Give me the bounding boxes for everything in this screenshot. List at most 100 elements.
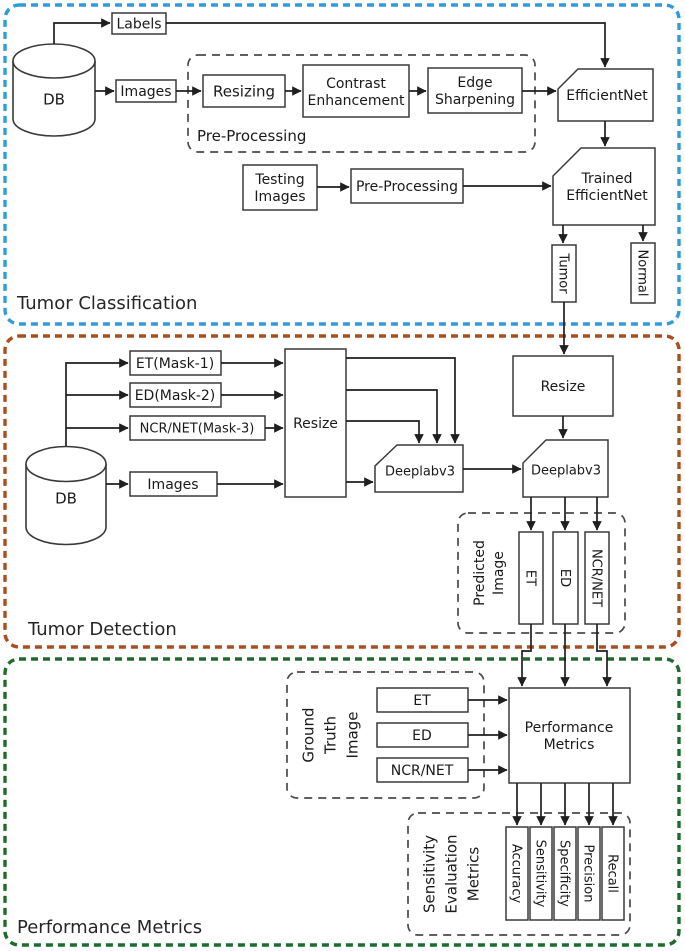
resizing-text: Resizing [213, 82, 275, 100]
node-deeplabv3-1: Deeplabv3 [374, 444, 464, 493]
node-resizing: Resizing [202, 74, 286, 108]
predicted-label-line2: Image [491, 551, 507, 595]
tumor-text: Tumor [555, 252, 570, 294]
metric-precision-box [577, 826, 601, 921]
db-label: DB [43, 90, 65, 108]
group-pre-processing: Pre-Processing Resizing Contrast Enhance… [187, 54, 536, 153]
resize-main-text: Resize [293, 416, 338, 432]
node-normal: Normal [630, 242, 656, 304]
node-trained-efficientnet: Trained EfficientNet [552, 147, 656, 226]
ground-truth-label-line2: Truth [321, 716, 339, 755]
connectors-classification [53, 18, 648, 244]
metric-sensitivity-text: Sensitivity [532, 840, 547, 908]
trained-line2: EfficientNet [566, 188, 648, 204]
resizing-box [202, 74, 286, 108]
connectors-performance [468, 695, 618, 826]
gt-et-text: ET [413, 693, 431, 709]
metric-recall-text: Recall [604, 854, 619, 893]
labels-text: Labels [116, 16, 161, 32]
mask1-text: ET(Mask-1) [136, 356, 214, 372]
gt-ed-text: ED [412, 728, 432, 744]
deeplab1-shape [374, 444, 464, 493]
performance-metrics-box [508, 687, 631, 784]
arrow [346, 389, 442, 444]
deeplab1-text: Deeplabv3 [385, 465, 455, 480]
node-predicted-ed: ED [552, 531, 579, 625]
db-cylinder-detection: DB [25, 445, 107, 546]
ground-truth-label-line3: Image [343, 712, 361, 759]
node-metric-precision: Precision [577, 826, 601, 921]
resize-main-box [284, 348, 347, 498]
metric-sensitivity-box [529, 826, 553, 921]
pre-processing-group-label: Pre-Processing [197, 127, 306, 145]
arrow [53, 18, 111, 44]
db-cylinder-top [12, 43, 96, 79]
node-contrast-enhancement: Contrast Enhancement [302, 64, 410, 118]
metric-accuracy-box [505, 826, 529, 921]
predicted-ed-text: ED [557, 569, 572, 587]
node-ncrnet-mask3: NCR/NET(Mask-3) [129, 415, 266, 441]
connectors-detection [65, 357, 602, 531]
node-testing-images: Testing Images [242, 164, 318, 211]
sensitivity-label-line1: Sensitivity [420, 835, 438, 913]
section-title-classification: Tumor Classification [16, 293, 197, 314]
performance-metrics-line1: Performance [525, 720, 614, 736]
images-box [129, 471, 218, 497]
group-predicted-image: Predicted Image ET ED NCR/NET [457, 512, 626, 634]
node-predicted-ncrnet: NCR/NET [584, 531, 610, 625]
node-pre-processing-test: Pre-Processing [350, 168, 464, 204]
contrast-line2: Enhancement [308, 93, 405, 109]
predicted-ncr-box [584, 531, 610, 625]
mask2-text: ED(Mask-2) [135, 388, 216, 404]
arrow-pred-et-to-pm [517, 624, 532, 687]
node-labels: Labels [111, 12, 167, 35]
arrow [346, 357, 460, 444]
db-cylinder-top [25, 445, 107, 483]
pre-processing-text: Pre-Processing [356, 179, 458, 195]
section-tumor-detection: Tumor Detection DB ET(Mask-1) ED(Mask-2)… [3, 334, 681, 649]
section-tumor-classification: Tumor Classification DB Labels Images Pr… [3, 3, 681, 326]
gt-ncr-box [376, 757, 469, 783]
group-sensitivity-evaluation-metrics: Sensitivity Evaluation Metrics Accuracy … [407, 812, 631, 936]
resize-tumor-box [512, 355, 614, 417]
db-cylinder-body [12, 61, 96, 137]
node-images-classification: Images [115, 79, 177, 103]
predicted-label-line1: Predicted [472, 540, 488, 606]
section-title-performance: Performance Metrics [17, 917, 202, 938]
normal-text: Normal [634, 249, 649, 296]
node-gt-ncrnet: NCR/NET [376, 757, 469, 783]
ground-truth-label-line1: Ground [299, 707, 317, 762]
mask3-text: NCR/NET(Mask-3) [140, 422, 255, 437]
group-ground-truth-image: Ground Truth Image ET ED NCR/NET [286, 671, 485, 799]
node-images-detection: Images [129, 471, 218, 497]
db-cylinder-body [25, 464, 107, 546]
node-efficientnet: EfficientNet [557, 68, 654, 122]
node-edge-sharpening: Edge Sharpening [427, 67, 523, 114]
db-label: DB [55, 489, 77, 507]
contrast-line1: Contrast [326, 76, 386, 92]
node-metric-recall: Recall [601, 826, 625, 921]
trained-line1: Trained [580, 171, 632, 187]
predicted-ncr-text: NCR/NET [588, 549, 603, 607]
node-metric-specificity: Specificity [553, 826, 577, 921]
section-title-detection: Tumor Detection [27, 619, 177, 640]
arrow [346, 420, 424, 444]
sensitivity-label-line2: Evaluation [442, 834, 460, 913]
connectors-cross-section [517, 302, 612, 687]
node-deeplabv3-2: Deeplabv3 [522, 439, 609, 498]
metric-accuracy-text: Accuracy [508, 844, 523, 904]
node-et-mask1: ET(Mask-1) [129, 350, 222, 376]
trained-shape [552, 147, 656, 226]
edge-line2: Sharpening [435, 92, 515, 108]
normal-box [630, 242, 656, 304]
contrast-box [302, 64, 410, 118]
resize-tumor-text: Resize [541, 379, 586, 395]
node-performance-metrics: Performance Metrics [508, 687, 631, 784]
images-text: Images [120, 84, 171, 100]
mask1-box [129, 350, 222, 376]
section-detection-frame [3, 334, 681, 649]
gt-ncr-text: NCR/NET [391, 763, 454, 779]
edge-box [427, 67, 523, 114]
